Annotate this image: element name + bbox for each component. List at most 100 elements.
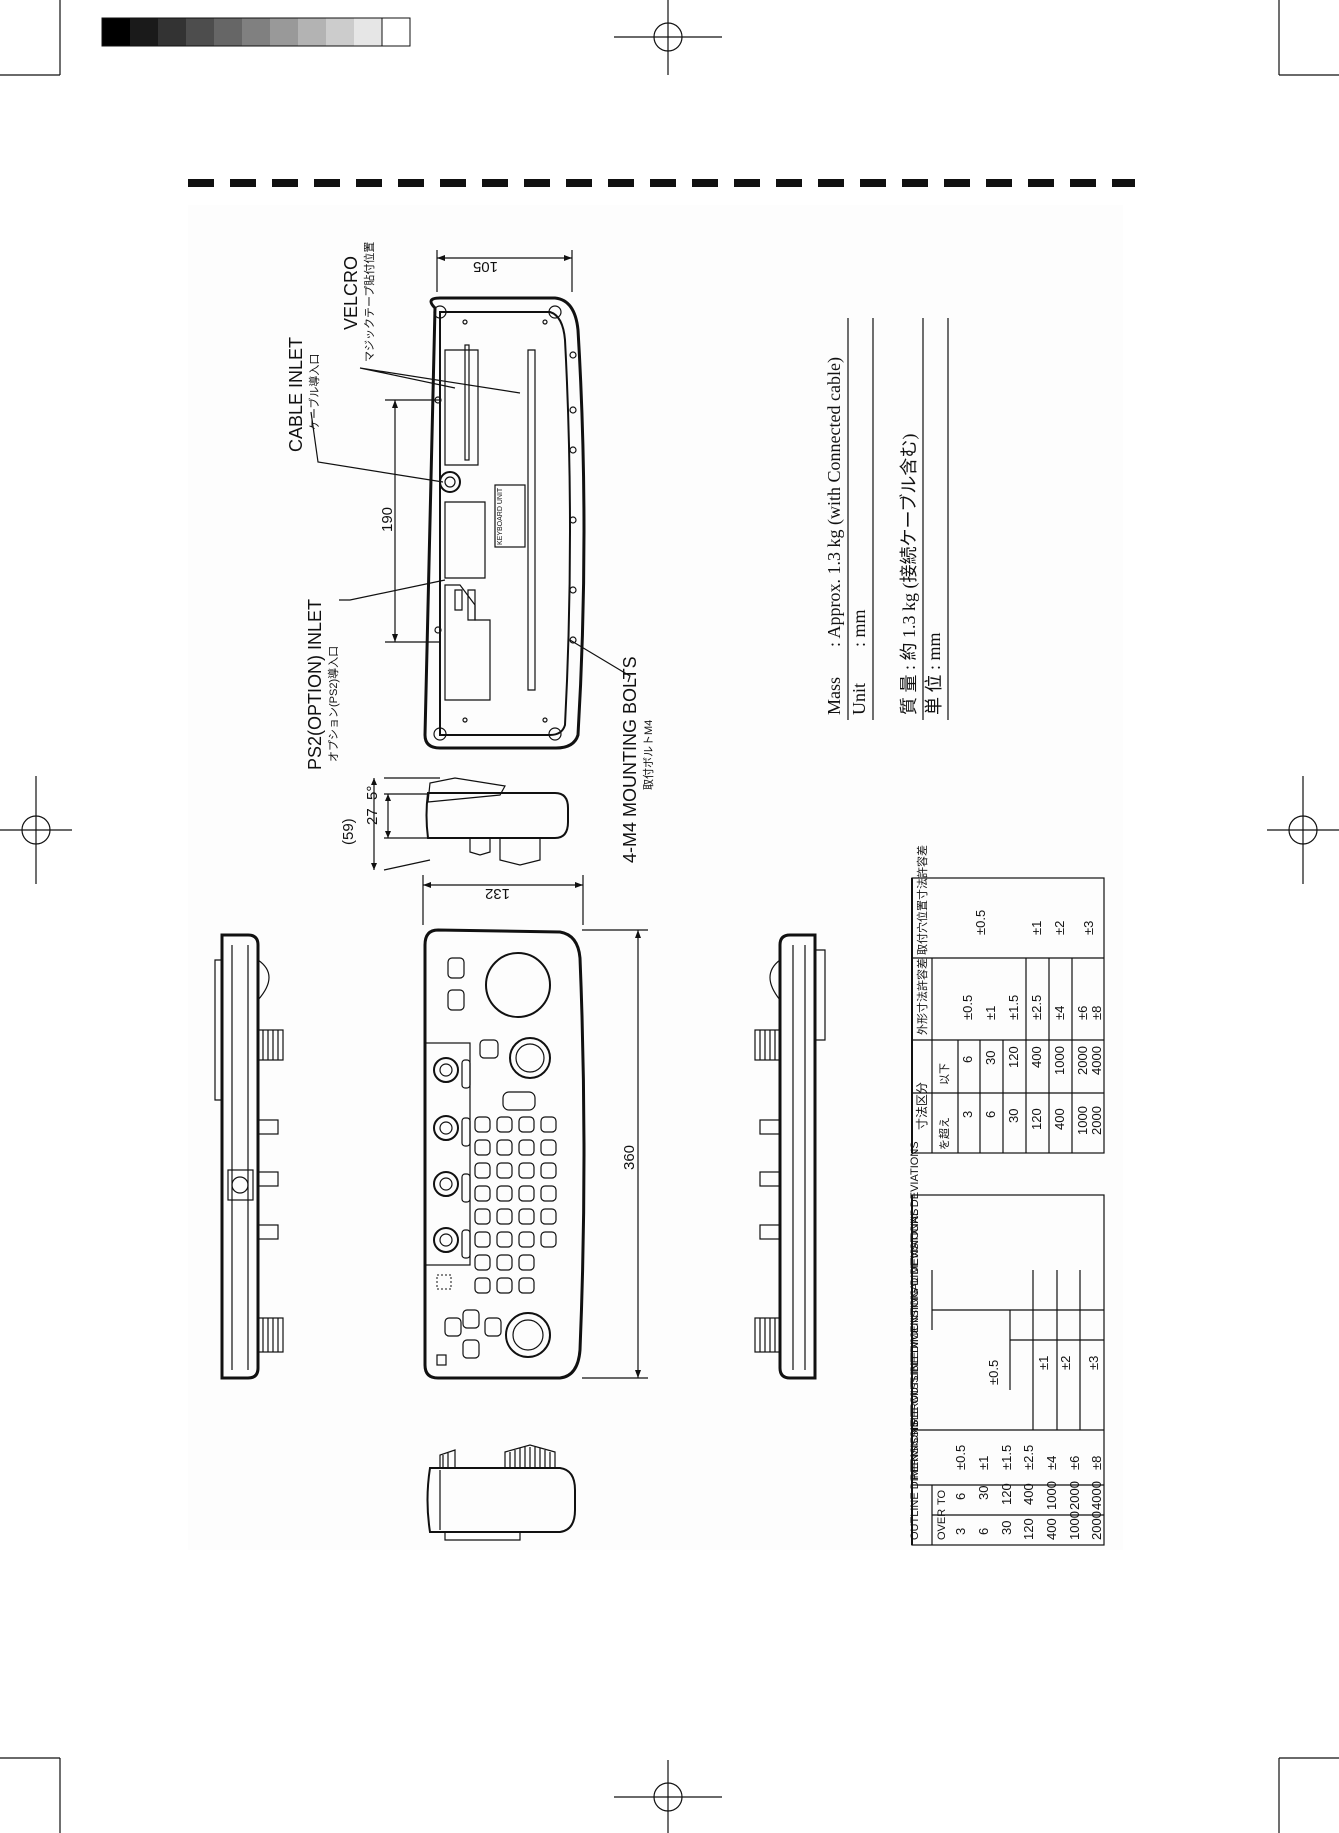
svg-text:2000: 2000 <box>1089 1511 1104 1540</box>
svg-text:400: 400 <box>1044 1518 1059 1540</box>
registration-mark-left <box>0 776 72 884</box>
svg-text:2000: 2000 <box>1089 1106 1104 1135</box>
rotary-knob-bottom-icon <box>505 1312 551 1358</box>
side-profile-view <box>371 777 569 871</box>
tol-jp-h-outline: 寸法区分 <box>915 1082 929 1130</box>
keypad-grid <box>474 1116 557 1294</box>
dim-190-label: 190 <box>379 507 396 532</box>
tol-en-row-3: 120 400 ±2.5 <box>1021 1445 1036 1540</box>
specs-block: Mass : Approx. 1.3 kg (with Connected ca… <box>824 318 949 720</box>
callout-velcro: VELCRO <box>341 256 361 330</box>
dim-132: 132 <box>422 875 584 925</box>
svg-text:2000: 2000 <box>1067 1481 1082 1510</box>
svg-text:±6: ±6 <box>1067 1456 1082 1470</box>
svg-text:30: 30 <box>999 1521 1014 1535</box>
dim-105: 105 <box>436 250 573 292</box>
dim-27-label: 27 <box>364 808 381 825</box>
svg-text:30: 30 <box>1006 1109 1021 1123</box>
tol-en-row-5: 1000 2000 ±6 <box>1067 1456 1082 1540</box>
tol-jp-mount-2: ±2 <box>1052 921 1067 935</box>
rear-view: KEYBOARD UNIT <box>423 296 586 750</box>
tol-en-mount-0: ±0.5 <box>986 1360 1001 1385</box>
callout-ps2-inlet-jp: オプション(PS2)導入口 <box>326 646 340 762</box>
svg-text:±1.5: ±1.5 <box>1006 995 1021 1020</box>
svg-text:±4: ±4 <box>1052 1006 1067 1020</box>
svg-text:6: 6 <box>983 1111 998 1118</box>
callout-mounting-bolts: 4-M4 MOUNTING BOLTS <box>620 656 640 863</box>
svg-text:400: 400 <box>1029 1046 1044 1068</box>
svg-text:±1: ±1 <box>983 1006 998 1020</box>
svg-text:3: 3 <box>960 1111 975 1118</box>
speaker-grille-icon <box>436 1274 452 1290</box>
tol-en-h-to: TO <box>936 1489 948 1505</box>
svg-text:6: 6 <box>960 1056 975 1063</box>
tol-en-mount-1: ±1 <box>1036 1356 1051 1370</box>
tol-en-row-4: 400 1000 ±4 <box>1044 1456 1059 1540</box>
spec-unit-value: : mm <box>849 609 869 647</box>
callout-ps2-inlet: PS2(OPTION) INLET <box>305 599 325 770</box>
right-side-view <box>754 933 826 1380</box>
tol-en-row-1: 6 30 ±1 <box>976 1456 991 1535</box>
svg-text:±4: ±4 <box>1044 1456 1059 1470</box>
tolerance-table-en: OUTLINE DIMENSIONS OVER TO PERMISSIBLE O… <box>909 1141 1105 1546</box>
spec-mass-label: Mass <box>824 677 844 715</box>
tol-jp-h-to: 以下 <box>939 1063 951 1085</box>
tol-jp-h-mount-dev: 取付穴位置寸法許容差 <box>915 845 929 955</box>
tol-en-h-mount-dev: PERMISSIBLE MOUNTING DIMENSIONAL DEVIATI… <box>909 1141 921 1425</box>
registration-mark-top <box>614 0 722 75</box>
tol-en-mount-2: ±2 <box>1058 1356 1073 1370</box>
tol-en-h-over: OVER <box>936 1509 948 1540</box>
svg-text:400: 400 <box>1021 1483 1036 1505</box>
dim-105-label: 105 <box>473 258 498 275</box>
tol-en-mount-3: ±3 <box>1086 1356 1101 1370</box>
svg-text:30: 30 <box>976 1486 991 1500</box>
svg-text:400: 400 <box>1052 1108 1067 1130</box>
dim-190: 190 <box>379 399 440 643</box>
spec-unit-label: Unit <box>849 683 869 715</box>
tolerance-table-jp: 寸法区分 を超え 以下 外形寸法許容差 取付穴位置寸法許容差 3 6 ±0.5 … <box>911 845 1105 1154</box>
svg-text:2000: 2000 <box>1075 1046 1090 1075</box>
svg-text:±1: ±1 <box>976 1456 991 1470</box>
svg-text:120: 120 <box>1006 1046 1021 1068</box>
svg-text:30: 30 <box>983 1051 998 1065</box>
tol-en-h-outline: OUTLINE DIMENSIONS <box>909 1420 921 1540</box>
dim-5deg-label: 5° <box>364 786 381 800</box>
tol-en-h-outline-dev: PERMISSIBLE OUTLINE DIMENSIONAL DEVIATIO… <box>909 1209 921 1480</box>
svg-text:±6: ±6 <box>1075 1006 1090 1020</box>
svg-text:±0.5: ±0.5 <box>953 1445 968 1470</box>
svg-text:6: 6 <box>953 1493 968 1500</box>
svg-text:1000: 1000 <box>1075 1106 1090 1135</box>
registration-mark-right <box>1267 776 1339 884</box>
tol-jp-h-outline-dev: 外形寸法許容差 <box>915 958 929 1035</box>
tol-jp-row-4: 400 1000 ±4 <box>1052 1006 1067 1130</box>
svg-text:1000: 1000 <box>1067 1511 1082 1540</box>
tol-jp-row-0: 3 6 ±0.5 <box>960 995 975 1118</box>
callout-cable-inlet: CABLE INLET <box>286 337 306 452</box>
tol-jp-row-3: 120 400 ±2.5 <box>1029 995 1044 1130</box>
dim-132-label: 132 <box>485 885 510 902</box>
svg-text:4000: 4000 <box>1089 1481 1104 1510</box>
left-side-view <box>214 933 284 1380</box>
spec-unit-value-jp: : mm <box>924 632 944 670</box>
spec-mass-value-jp: : 約 1.3 kg (接続ケーブル含む) <box>898 434 920 670</box>
callout-velcro-jp: マジックテープ貼付位置 <box>362 242 376 362</box>
svg-text:±8: ±8 <box>1089 1006 1104 1020</box>
label-plate-text: KEYBOARD UNIT <box>497 487 504 545</box>
svg-text:6: 6 <box>976 1528 991 1535</box>
label-plate <box>494 484 526 548</box>
callout-cable-inlet-jp: ケーブル導入口 <box>307 354 321 430</box>
grayscale-bar <box>101 17 411 47</box>
svg-text:120: 120 <box>1029 1108 1044 1130</box>
spec-unit-label-jp: 単 位 <box>924 675 944 716</box>
svg-text:1000: 1000 <box>1044 1481 1059 1510</box>
tol-jp-row-1: 6 30 ±1 <box>983 1006 998 1118</box>
svg-text:±2.5: ±2.5 <box>1021 1445 1036 1470</box>
tol-jp-mount-1: ±1 <box>1029 921 1044 935</box>
tol-jp-h-over: を超え <box>937 1117 951 1150</box>
svg-text:3: 3 <box>953 1528 968 1535</box>
tol-jp-mount-0: ±0.5 <box>973 910 988 935</box>
svg-text:120: 120 <box>999 1483 1014 1505</box>
dim-59-label: (59) <box>340 818 357 845</box>
